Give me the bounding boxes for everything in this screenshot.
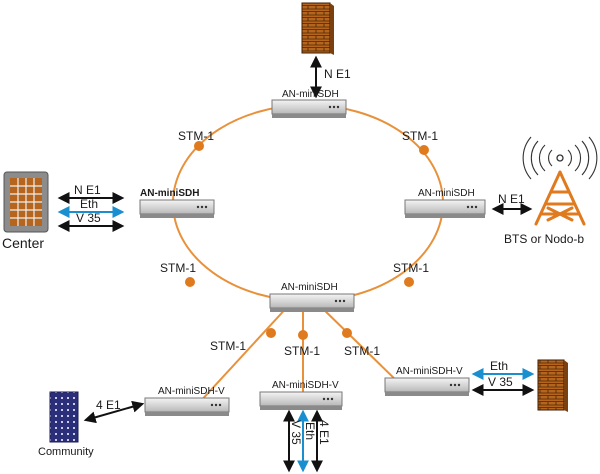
link-dot	[342, 328, 352, 338]
interface-label: 4 E1	[317, 420, 331, 445]
node-label-leaf-left: AN-miniSDH-V	[158, 386, 225, 397]
node-label-bottom: AN-miniSDH	[281, 282, 338, 293]
link-label: STM-1	[210, 339, 246, 353]
interface-label: N E1	[498, 192, 525, 206]
device-leaf-right	[384, 377, 470, 396]
link-label: STM-1	[178, 129, 214, 143]
interface-label: Eth	[303, 422, 317, 440]
bts-tower-icon	[522, 136, 598, 226]
link-dot	[185, 277, 195, 287]
center-datacenter-icon	[3, 171, 49, 233]
node-label-leaf-mid: AN-miniSDH-V	[272, 380, 339, 391]
site-label-bts: BTS or Nodo-b	[504, 232, 584, 246]
device-leaf-mid	[259, 391, 343, 410]
node-label-top: AN-miniSDH	[282, 89, 339, 100]
interface-label: 4 E1	[96, 398, 121, 412]
link-dot	[298, 330, 308, 340]
node-label-left: AN-miniSDH	[140, 188, 199, 199]
device-top	[271, 99, 347, 118]
site-label-center: Center	[2, 235, 44, 251]
link-label: STM-1	[402, 129, 438, 143]
link-dot	[194, 141, 204, 151]
spur-link-right	[317, 303, 401, 385]
interface-label: V 35	[289, 420, 303, 445]
spur-link-left	[197, 303, 291, 405]
link-label: STM-1	[160, 261, 196, 275]
link-label: STM-1	[284, 344, 320, 358]
link-label: STM-1	[344, 344, 380, 358]
interface-label: N E1	[74, 183, 101, 197]
building-top-icon	[301, 2, 334, 55]
link-dot	[404, 277, 414, 287]
node-label-leaf-right: AN-miniSDH-V	[396, 366, 463, 377]
node-label-right: AN-miniSDH	[418, 188, 475, 199]
arrow-community-4e1	[83, 400, 145, 424]
device-bottom	[269, 293, 355, 312]
interface-label: V 35	[76, 211, 101, 225]
interface-label: N E1	[324, 67, 351, 81]
device-right	[404, 199, 486, 218]
community-building-icon	[49, 391, 79, 443]
link-dot	[266, 328, 276, 338]
interface-label: V 35	[488, 375, 513, 389]
interface-label: Eth	[490, 359, 508, 373]
interface-label: Eth	[80, 197, 98, 211]
building-right-icon	[537, 359, 568, 412]
device-left	[139, 199, 215, 218]
link-dot	[419, 145, 429, 155]
site-label-community: Community	[38, 446, 94, 458]
link-label: STM-1	[393, 261, 429, 275]
device-leaf-left	[144, 397, 230, 416]
